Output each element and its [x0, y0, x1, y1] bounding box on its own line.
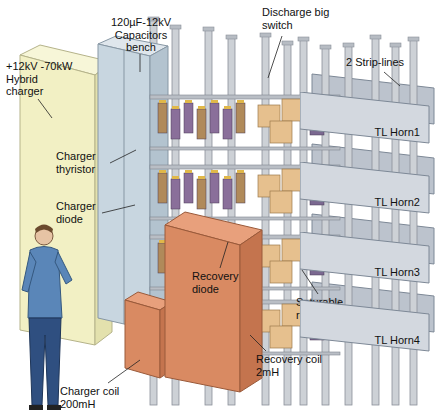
panel-shape [300, 300, 429, 351]
switch-stack [210, 173, 219, 203]
capacitors-bench [98, 36, 168, 330]
column-cap [320, 45, 331, 49]
callout-label: Recovery diode [192, 270, 244, 295]
switch-terminal [185, 100, 192, 103]
switch-stack [236, 103, 245, 133]
switch-stack [184, 103, 193, 133]
switch-terminal [237, 100, 244, 103]
column-cap [408, 37, 419, 41]
column-cap [170, 25, 181, 29]
switch-stack [171, 109, 180, 139]
horn-label: TL Horn3 [375, 266, 420, 278]
saturable-reactor-box [270, 121, 292, 143]
saturable-reactor-box [270, 191, 292, 213]
switch-stack [197, 109, 206, 139]
strip-line-horn: TL Horn3 [300, 232, 430, 284]
saturable-reactor-box [270, 261, 292, 283]
switch-terminal [224, 176, 231, 179]
column-cap [343, 43, 354, 47]
column-cap [282, 41, 293, 45]
horn-label: TL Horn4 [375, 334, 420, 346]
column-cap [260, 33, 271, 37]
switch-stack [210, 103, 219, 133]
switch-stack [223, 109, 232, 139]
switch-terminal [172, 176, 179, 179]
switch-terminal [237, 170, 244, 173]
recovery-coil [165, 212, 262, 392]
column-cap [370, 35, 381, 39]
strip-line-horn: TL Horn4 [300, 300, 430, 352]
switch-stack [236, 173, 245, 203]
person-figure [22, 225, 72, 411]
frame-column [392, 46, 399, 405]
saturable-reactor-box [270, 326, 292, 348]
callout-label: Recovery coil 2mH [256, 353, 336, 378]
switch-stack [171, 179, 180, 209]
switch-terminal [198, 106, 205, 109]
switch-stack [158, 173, 167, 203]
column-cap [226, 35, 237, 39]
column-cap [203, 27, 214, 31]
column-cap [390, 43, 401, 47]
panel-shape [300, 92, 429, 143]
horn-label: TL Horn2 [375, 196, 420, 208]
horn-label: TL Horn1 [375, 126, 420, 138]
strip-line-horn: TL Horn2 [300, 162, 430, 214]
frame-columns [148, 17, 419, 405]
switch-terminal [211, 100, 218, 103]
switch-terminal [159, 100, 166, 103]
callout-label: 120µF-12kV Capacitors bench [108, 16, 174, 54]
frame-column [372, 38, 379, 405]
switch-terminal [172, 106, 179, 109]
callout-label: Charger thyristor [56, 150, 111, 175]
switch-terminal [211, 170, 218, 173]
frame-column [410, 40, 417, 405]
callout-label: Charger coil 200mH [60, 385, 132, 410]
switch-terminal [185, 170, 192, 173]
callout-label: Discharge big switch [262, 6, 342, 31]
switch-stack [184, 173, 193, 203]
strip-line-horn: TL Horn1 [300, 92, 430, 144]
callout-label: 2 Strip-lines [346, 56, 426, 69]
switch-stack [223, 179, 232, 209]
callout-label: +12kV -70kW Hybrid charger [6, 60, 78, 98]
panel-shape [300, 232, 429, 283]
switch-stack [197, 179, 206, 209]
frame-column [262, 36, 269, 405]
switch-stack [158, 103, 167, 133]
callout-label: Charger diode [56, 200, 106, 225]
panel-shape [300, 162, 429, 213]
switch-terminal [159, 170, 166, 173]
switch-terminal [224, 106, 231, 109]
rack-beam [150, 147, 340, 150]
column-cap [298, 37, 309, 41]
switch-terminal [198, 176, 205, 179]
